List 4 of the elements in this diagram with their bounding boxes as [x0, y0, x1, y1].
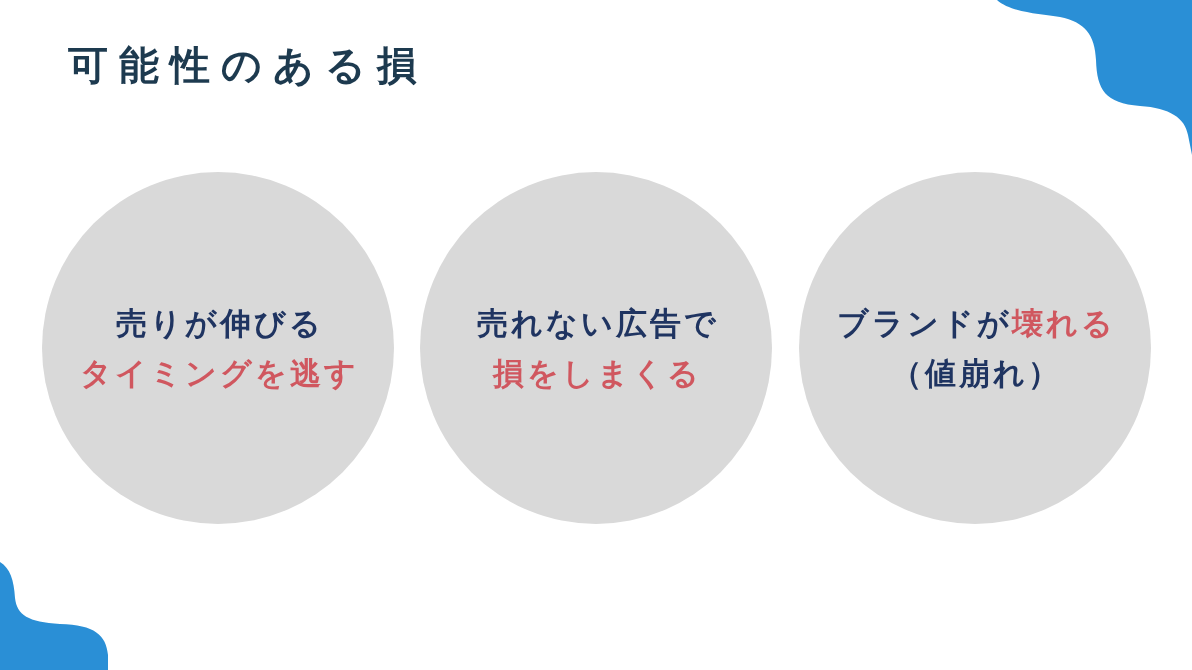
circle-text: 売れない広告で損をしまくる [475, 304, 719, 393]
circle-text: ブランドが壊れる（値崩れ） [836, 304, 1117, 393]
circle-text: 売りが伸びるタイミングを逃す [79, 304, 359, 393]
slide-title: 可能性のある損 [68, 42, 428, 88]
